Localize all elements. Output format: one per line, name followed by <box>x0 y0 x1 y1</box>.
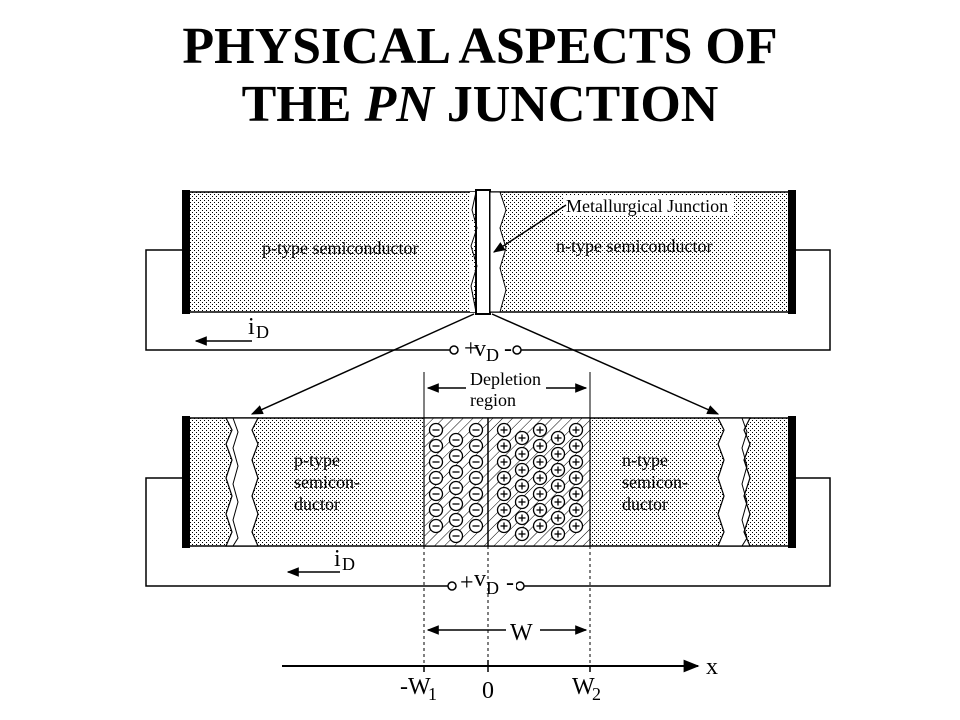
top-n-label: n-type semiconductor <box>556 236 712 256</box>
top-current-main: i <box>248 314 255 340</box>
bottom-p-label-3: ductor <box>294 494 340 514</box>
zoom-left-line <box>250 313 475 415</box>
width-w-label-bg <box>506 618 540 644</box>
top-vd-bg <box>462 338 510 360</box>
metallurgical-junction-arrow <box>492 204 567 253</box>
bottom-vd-minus: - <box>506 570 514 596</box>
bottom-left-wire <box>145 477 450 587</box>
bottom-right-wire <box>522 477 831 587</box>
x-axis-label: x <box>706 654 718 680</box>
depletion-label-bg <box>466 368 546 410</box>
bottom-vd-bg <box>458 572 516 596</box>
w2-sub: 2 <box>592 684 601 704</box>
metallurgical-junction-label: Metallurgical Junction <box>566 196 728 216</box>
top-p-label: p-type semiconductor <box>262 238 418 258</box>
bottom-vd-sub: D <box>486 578 499 598</box>
title-line-2-prefix: THE <box>241 76 365 133</box>
bottom-right-contact <box>788 416 796 548</box>
bottom-left-contact <box>182 416 190 548</box>
bottom-diagram: p-type semicon- ductor n-type semicon- d… <box>145 368 831 598</box>
width-w-label: W <box>510 620 533 646</box>
depletion-label-1: Depletion <box>470 369 541 389</box>
bottom-n-label-2: semicon- <box>622 472 688 492</box>
top-right-contact <box>788 190 796 314</box>
neg-w1-label: -W <box>400 674 431 700</box>
top-right-wire <box>520 249 831 351</box>
metallurgical-junction-label-bg <box>563 196 733 216</box>
top-left-contact <box>182 190 190 314</box>
depletion-ions <box>428 422 584 544</box>
bottom-current-sub: D <box>342 554 355 574</box>
top-junction-right-edge <box>489 191 507 313</box>
bottom-left-break <box>225 417 259 547</box>
bottom-right-break <box>717 417 751 547</box>
top-vd-minus: - <box>504 336 512 362</box>
top-terminal-plus <box>449 345 459 355</box>
bottom-terminal-plus <box>447 581 457 591</box>
bottom-p-label-1: p-type <box>294 450 340 470</box>
top-junction-wavy-line <box>470 191 478 313</box>
bottom-current-main: i <box>334 546 341 572</box>
position-axis: W x -W 1 0 W 2 <box>282 546 718 704</box>
w2-label: W <box>572 674 595 700</box>
top-vd-main: v <box>474 336 486 362</box>
top-junction-strip <box>475 189 491 315</box>
top-left-wire <box>145 249 450 351</box>
bottom-right-break-line <box>741 417 748 547</box>
zero-label: 0 <box>482 678 494 704</box>
bottom-n-label-1: n-type <box>622 450 668 470</box>
title-line-2: THE PN JUNCTION <box>0 76 960 134</box>
top-vd-sub: D <box>486 345 499 365</box>
top-diagram: p-type semiconductor n-type semiconducto… <box>145 189 831 365</box>
bottom-n-label-3: ductor <box>622 494 668 514</box>
bottom-left-break-line <box>232 417 239 547</box>
zoom-right-line <box>491 313 720 415</box>
neg-w1-sub: 1 <box>428 684 437 704</box>
top-vd-plus: + <box>464 336 478 362</box>
title-line-1: PHYSICAL ASPECTS OF <box>182 18 778 75</box>
bottom-vd-main: v <box>474 566 486 592</box>
bottom-p-label-2: semicon- <box>294 472 360 492</box>
top-terminal-minus <box>512 345 522 355</box>
title-line-2-suffix: JUNCTION <box>433 76 719 133</box>
bottom-vd-plus: + <box>460 570 474 596</box>
page-title: PHYSICAL ASPECTS OF THE PN JUNCTION <box>0 18 960 134</box>
top-current-sub: D <box>256 322 269 342</box>
bottom-terminal-minus <box>515 581 525 591</box>
title-line-2-italic: PN <box>364 76 434 133</box>
depletion-label-2: region <box>470 390 516 410</box>
